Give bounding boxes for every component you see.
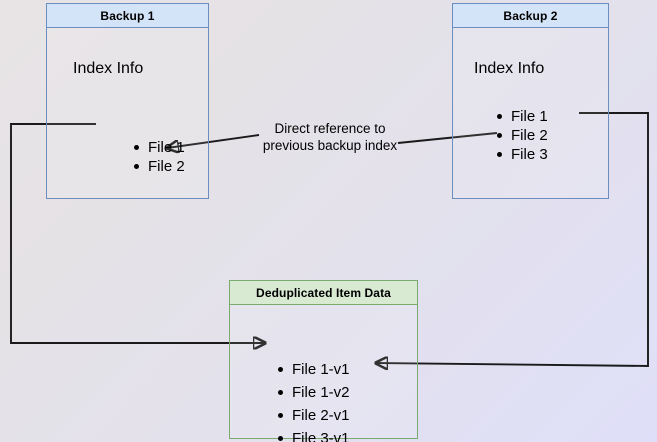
backup2-item-list: File 1 File 2 File 3	[494, 107, 548, 164]
deduplicated-item-data-box: Deduplicated Item Data File 1-v1 File 1-…	[229, 280, 418, 442]
list-item: File 3-v1	[275, 427, 350, 442]
backup2-header: Backup 2	[453, 4, 608, 28]
backup1-box: Backup 1 Index Info File 1 File 2	[46, 3, 209, 199]
list-item: File 1-v2	[275, 381, 350, 404]
list-item: File 2-v1	[275, 404, 350, 427]
backup2-subtitle: Index Info	[474, 60, 545, 77]
list-item: File 2	[131, 157, 185, 176]
backup1-subtitle: Index Info	[73, 60, 144, 77]
edge-label-line-1: Direct reference to	[274, 121, 386, 136]
backup1-header: Backup 1	[47, 4, 208, 28]
list-item: File 3	[494, 145, 548, 164]
backup1-item-list: File 1 File 2	[131, 138, 185, 176]
list-item: File 2	[494, 126, 548, 145]
dedup-header: Deduplicated Item Data	[230, 281, 417, 305]
edge-label-line-2: previous backup index	[262, 138, 398, 153]
dedup-item-list: File 1-v1 File 1-v2 File 2-v1 File 3-v1	[275, 358, 350, 442]
list-item: File 1	[494, 107, 548, 126]
backup1-body: Index Info File 1 File 2	[47, 28, 208, 198]
dedup-body: File 1-v1 File 1-v2 File 2-v1 File 3-v1	[230, 305, 417, 442]
edge-label-direct-reference: Direct reference to previous backup inde…	[250, 120, 410, 154]
backup2-box: Backup 2 Index Info File 1 File 2 File 3	[452, 3, 609, 199]
list-item: File 1	[131, 138, 185, 157]
list-item: File 1-v1	[275, 358, 350, 381]
backup2-body: Index Info File 1 File 2 File 3	[453, 28, 608, 198]
